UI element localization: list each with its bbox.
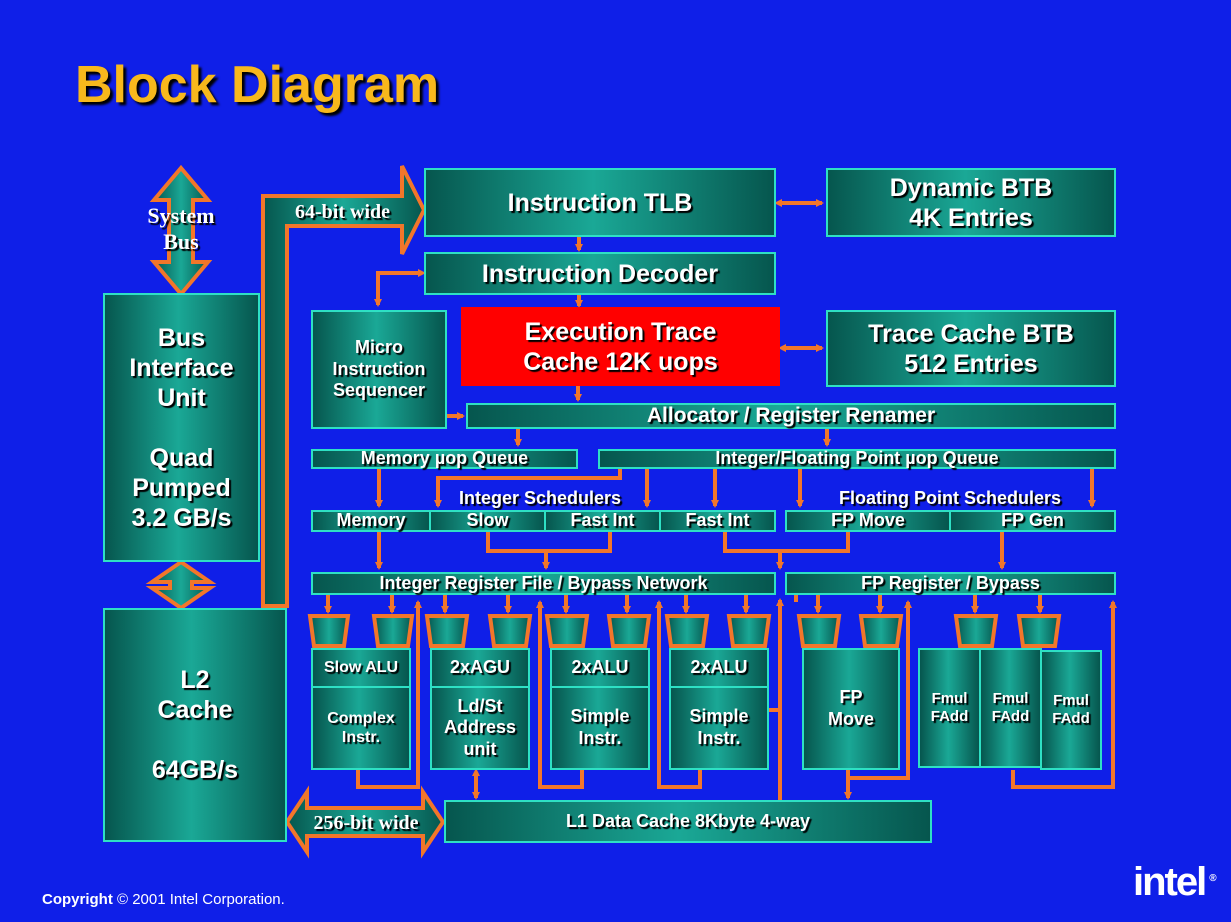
- scheduler-memory: Memory: [311, 510, 431, 532]
- port-trapezoid: [487, 614, 533, 648]
- port-trapezoid: [953, 614, 999, 648]
- bus-256-arrow: [284, 785, 446, 859]
- biu-l2-arrow: [145, 559, 217, 611]
- slow-alu-complex: Complex Instr.: [311, 686, 411, 770]
- execution-trace-cache: Execution Trace Cache 12K uops: [461, 307, 780, 386]
- bus-64-label: 64-bit wide: [295, 201, 390, 223]
- port-trapezoid: [726, 614, 772, 648]
- l2-cache: L2 Cache 64GB/s: [103, 608, 287, 842]
- scheduler-fp-gen: FP Gen: [949, 510, 1116, 532]
- allocator-register-renamer: Allocator / Register Renamer: [466, 403, 1116, 429]
- integer-register-file: Integer Register File / Bypass Network: [311, 572, 776, 595]
- scheduler-slow: Slow: [429, 510, 546, 532]
- instruction-decoder: Instruction Decoder: [424, 252, 776, 295]
- scheduler-fast-int-2: Fast Int: [659, 510, 776, 532]
- scheduler-fast-int-1: Fast Int: [544, 510, 661, 532]
- l1-data-cache: L1 Data Cache 8Kbyte 4-way: [444, 800, 932, 843]
- slow-alu-header: Slow ALU: [311, 648, 411, 688]
- alu1-header: 2xALU: [550, 648, 650, 688]
- copyright: Copyright © 2001 Intel Corporation.: [42, 891, 285, 908]
- micro-instruction-sequencer: Micro Instruction Sequencer: [311, 310, 447, 429]
- port-trapezoid: [424, 614, 470, 648]
- port-trapezoid: [371, 614, 415, 648]
- int-fp-uop-queue: Integer/Floating Point µop Queue: [598, 448, 1116, 469]
- scheduler-fp-move: FP Move: [785, 510, 951, 532]
- agu-header: 2xAGU: [430, 648, 530, 688]
- port-trapezoid: [796, 614, 842, 648]
- port-trapezoid: [606, 614, 652, 648]
- port-trapezoid: [858, 614, 904, 648]
- fmul-fadd-1: Fmul FAdd: [918, 648, 981, 768]
- intel-logo: intel®: [1133, 860, 1217, 904]
- agu-ldst-unit: Ld/St Address unit: [430, 686, 530, 770]
- port-trapezoid: [1016, 614, 1062, 648]
- bus-64-arrow: [261, 165, 427, 608]
- alu2-header: 2xALU: [669, 648, 769, 688]
- fp-schedulers-label: Floating Point Schedulers: [838, 488, 1062, 508]
- bus-interface-unit: Bus Interface Unit Quad Pumped 3.2 GB/s: [103, 293, 260, 562]
- port-trapezoid: [307, 614, 351, 648]
- port-trapezoid: [664, 614, 710, 648]
- fmul-fadd-2: Fmul FAdd: [979, 648, 1042, 768]
- alu2-simple: Simple Instr.: [669, 686, 769, 770]
- instruction-tlb: Instruction TLB: [424, 168, 776, 237]
- fmul-fadd-3: Fmul FAdd: [1040, 650, 1102, 770]
- integer-schedulers-label: Integer Schedulers: [458, 488, 622, 508]
- fp-move-unit: FP Move: [802, 648, 900, 770]
- page-title: Block Diagram: [75, 56, 440, 114]
- port-trapezoid: [544, 614, 590, 648]
- memory-uop-queue: Memory µop Queue: [311, 448, 578, 469]
- trace-cache-btb: Trace Cache BTB 512 Entries: [826, 310, 1116, 387]
- dynamic-btb: Dynamic BTB 4K Entries: [826, 168, 1116, 237]
- system-bus-label: System Bus: [147, 203, 215, 255]
- fp-register-bypass: FP Register / Bypass: [785, 572, 1116, 595]
- alu1-simple: Simple Instr.: [550, 686, 650, 770]
- bus-256-label: 256-bit wide: [313, 812, 419, 834]
